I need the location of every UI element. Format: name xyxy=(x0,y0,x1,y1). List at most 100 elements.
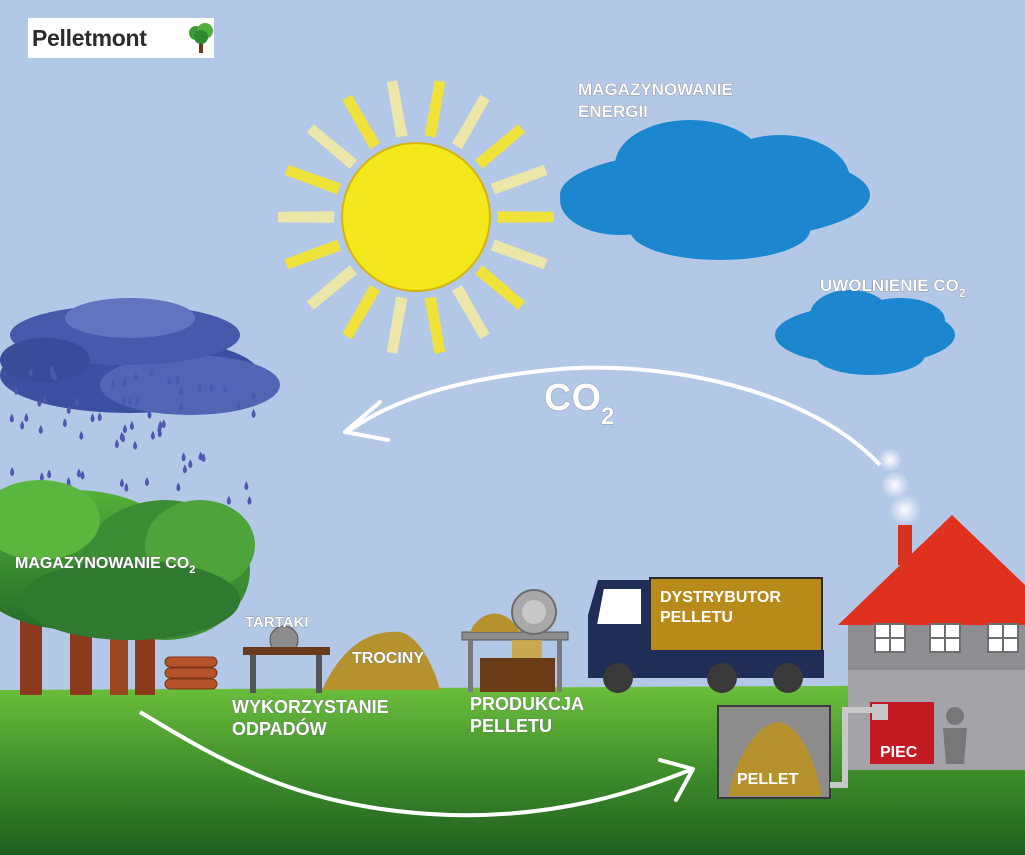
rain-cloud xyxy=(0,298,280,415)
sun-disc xyxy=(341,142,491,292)
raindrop xyxy=(121,396,126,406)
raindrop xyxy=(42,395,47,405)
label-pellet: PELLET xyxy=(737,771,799,788)
label-co2-storage: MAGAZYNOWANIE CO2 xyxy=(15,555,195,576)
raindrop xyxy=(122,377,127,387)
raindrop xyxy=(75,396,80,406)
raindrop xyxy=(133,440,138,450)
raindrop xyxy=(161,419,166,429)
label-pellet-production-line1: PRODUKCJA xyxy=(470,694,584,714)
pellet-storage xyxy=(717,704,888,799)
raindrop xyxy=(176,482,181,492)
label-distributor-line2: PELLETU xyxy=(660,609,733,626)
raindrop xyxy=(179,386,184,396)
delivery-truck[interactable] xyxy=(588,577,824,693)
raindrop xyxy=(39,472,44,482)
raindrop xyxy=(90,413,95,423)
logo-text: Pelletmont xyxy=(32,25,147,51)
co2-cycle-arrow xyxy=(343,365,882,467)
raindrop xyxy=(79,430,84,440)
label-distributor-line1: DYSTRYBUTOR xyxy=(660,589,781,606)
raindrop xyxy=(128,396,133,406)
raindrop xyxy=(226,495,231,505)
sawdust-pile xyxy=(322,631,440,690)
raindrop xyxy=(66,477,71,487)
raindrop xyxy=(80,470,85,480)
raindrop xyxy=(10,467,15,477)
raindrop xyxy=(133,372,138,382)
sun xyxy=(278,80,554,354)
pellet-press xyxy=(461,589,569,692)
raindrop xyxy=(119,431,124,441)
raindrop xyxy=(110,379,115,389)
forest xyxy=(0,480,255,695)
raindrop xyxy=(38,424,43,434)
sun-ray xyxy=(424,80,446,138)
raindrop xyxy=(66,404,71,414)
house xyxy=(838,515,1025,770)
raindrop xyxy=(175,375,180,385)
raindrop xyxy=(114,439,119,449)
raindrop xyxy=(9,413,14,423)
raindrop xyxy=(124,482,129,492)
label-pellet-production-line2: PELLETU xyxy=(470,716,552,736)
raindrop xyxy=(223,384,228,394)
raindrop xyxy=(150,430,155,440)
sun-ray xyxy=(474,265,526,310)
raindrop xyxy=(147,409,152,419)
raindrop xyxy=(24,413,29,423)
co2-release-cloud xyxy=(775,290,955,375)
raindrop xyxy=(197,382,202,392)
label-stove: PIEC xyxy=(880,744,918,761)
sun-ray xyxy=(284,239,342,270)
raindrop xyxy=(247,495,252,505)
raindrop xyxy=(251,390,256,400)
raindrop xyxy=(188,459,193,469)
raindrop xyxy=(28,367,33,377)
raindrop xyxy=(37,397,42,407)
raindrop xyxy=(122,424,127,434)
raindrop xyxy=(62,418,67,428)
label-waste-use-line2: ODPADÓW xyxy=(232,718,327,739)
raindrop xyxy=(47,469,52,479)
sawmill xyxy=(243,625,330,693)
raindrop xyxy=(129,420,134,430)
sun-ray xyxy=(278,211,335,223)
logo[interactable]: Pelletmont xyxy=(28,18,214,58)
raindrop xyxy=(179,402,184,412)
raindrop xyxy=(251,408,256,418)
sun-ray xyxy=(386,80,408,138)
pellet-flow-arrow xyxy=(138,710,695,818)
label-waste-use-line1: WYKORZYSTANIE xyxy=(232,697,389,717)
sun-ray xyxy=(306,124,358,169)
raindrop xyxy=(167,376,172,386)
sun-ray xyxy=(490,164,548,195)
raindrop xyxy=(149,368,154,378)
raindrop xyxy=(157,428,162,438)
label-co2-cycle: CO2 xyxy=(544,377,614,430)
sun-ray xyxy=(490,239,548,270)
truck-cargo xyxy=(649,577,823,657)
raindrop xyxy=(97,412,102,422)
sun-ray xyxy=(451,94,490,150)
raindrop xyxy=(76,468,81,478)
raindrop xyxy=(144,477,149,487)
label-sawdust: TROCINY xyxy=(352,650,424,667)
label-co2-release: UWOLNIENIE CO2 xyxy=(820,276,966,300)
sun-ray xyxy=(386,296,408,354)
sun-ray xyxy=(474,124,526,169)
raindrop xyxy=(236,400,241,410)
tree-icon xyxy=(189,23,213,53)
raindrop xyxy=(181,452,186,462)
raindrop xyxy=(182,464,187,474)
house-roof xyxy=(838,515,1025,625)
sun-ray xyxy=(342,284,381,340)
raindrop xyxy=(209,383,214,393)
raindrop xyxy=(135,396,140,406)
raindrop xyxy=(244,481,249,491)
sun-ray xyxy=(424,296,446,354)
label-energy-storage-line1: MAGAZYNOWANIE xyxy=(578,80,733,99)
raindrop xyxy=(20,420,25,430)
